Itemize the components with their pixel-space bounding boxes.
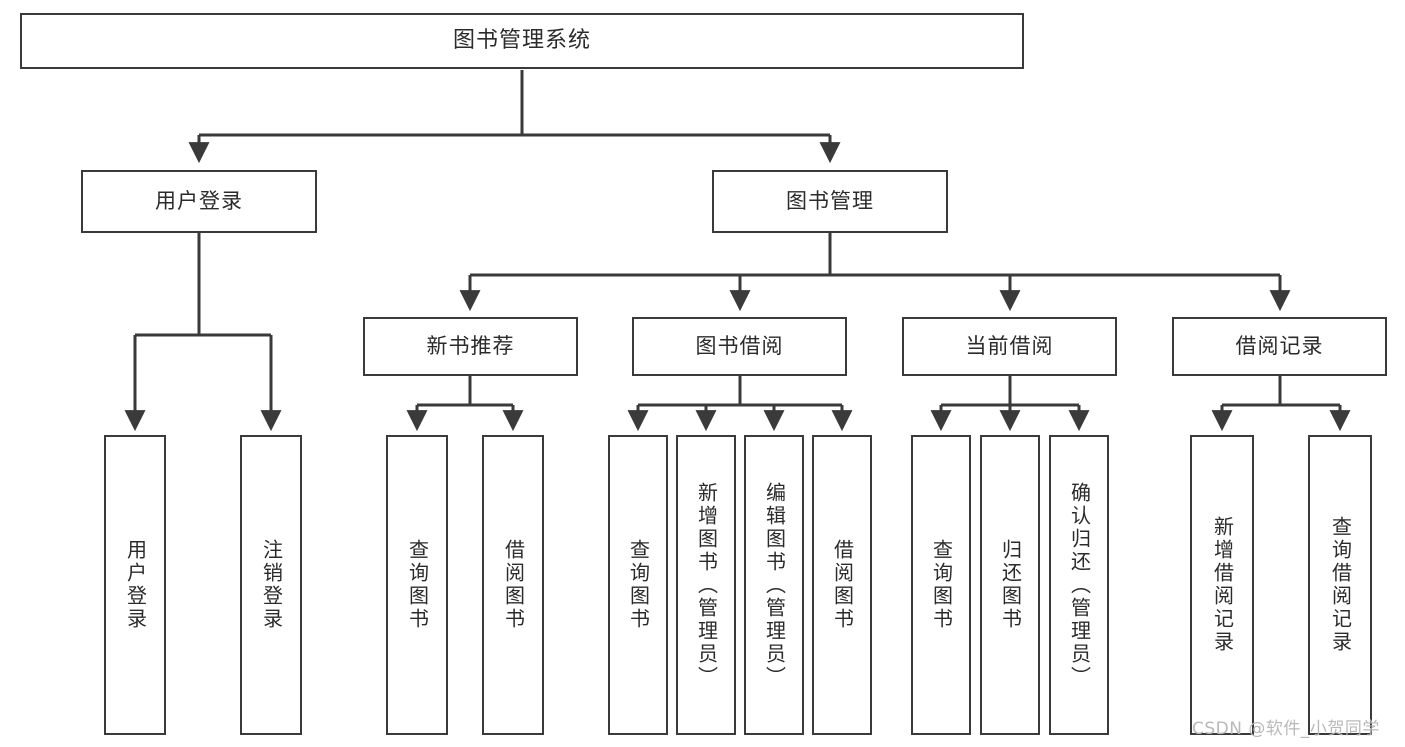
node-new-book-recommend[interactable]: 新书推荐	[363, 317, 578, 376]
node-label: 新增借阅记录	[1210, 516, 1235, 654]
leaf-add-book[interactable]: 新增图书（管理员）	[676, 435, 736, 735]
node-label: 归还图书	[998, 539, 1023, 631]
node-label: 图书管理	[786, 189, 874, 214]
node-book-management[interactable]: 图书管理	[712, 170, 948, 233]
node-label: 借阅图书	[501, 539, 526, 631]
leaf-borrow-book-recommend[interactable]: 借阅图书	[482, 435, 544, 735]
node-label: 图书借阅	[695, 334, 784, 359]
node-current-borrow[interactable]: 当前借阅	[902, 317, 1117, 376]
node-user-login[interactable]: 用户登录	[81, 170, 317, 233]
node-label: 新书推荐	[426, 334, 515, 359]
node-label: 借阅图书	[830, 539, 855, 631]
node-label: 查询图书	[626, 539, 651, 631]
node-book-borrow[interactable]: 图书借阅	[632, 317, 847, 376]
node-label: 查询借阅记录	[1328, 516, 1353, 654]
node-label: 查询图书	[405, 539, 430, 631]
leaf-query-book-current[interactable]: 查询图书	[911, 435, 971, 735]
node-label: 查询图书	[929, 539, 954, 631]
leaf-query-book-borrow[interactable]: 查询图书	[608, 435, 668, 735]
node-label: 编辑图书（管理员）	[762, 481, 787, 689]
node-book-management-system[interactable]: 图书管理系统	[20, 13, 1024, 69]
node-label: 用户登录	[155, 189, 243, 214]
node-borrow-record[interactable]: 借阅记录	[1172, 317, 1387, 376]
node-label: 当前借阅	[965, 334, 1054, 359]
leaf-confirm-return[interactable]: 确认归还（管理员）	[1049, 435, 1109, 735]
leaf-user-login[interactable]: 用户登录	[104, 435, 166, 735]
node-label: 新增图书（管理员）	[694, 481, 719, 689]
leaf-return-book[interactable]: 归还图书	[980, 435, 1040, 735]
leaf-query-book-recommend[interactable]: 查询图书	[386, 435, 448, 735]
node-label: 确认归还（管理员）	[1067, 481, 1092, 689]
node-label: 借阅记录	[1235, 334, 1324, 359]
leaf-borrow-book[interactable]: 借阅图书	[812, 435, 872, 735]
node-label: 图书管理系统	[452, 28, 591, 54]
leaf-add-borrow-record[interactable]: 新增借阅记录	[1190, 435, 1254, 735]
node-label: 用户登录	[123, 539, 148, 631]
leaf-edit-book[interactable]: 编辑图书（管理员）	[744, 435, 804, 735]
leaf-query-borrow-record[interactable]: 查询借阅记录	[1308, 435, 1372, 735]
leaf-logout-login[interactable]: 注销登录	[240, 435, 302, 735]
node-label: 注销登录	[259, 539, 284, 631]
